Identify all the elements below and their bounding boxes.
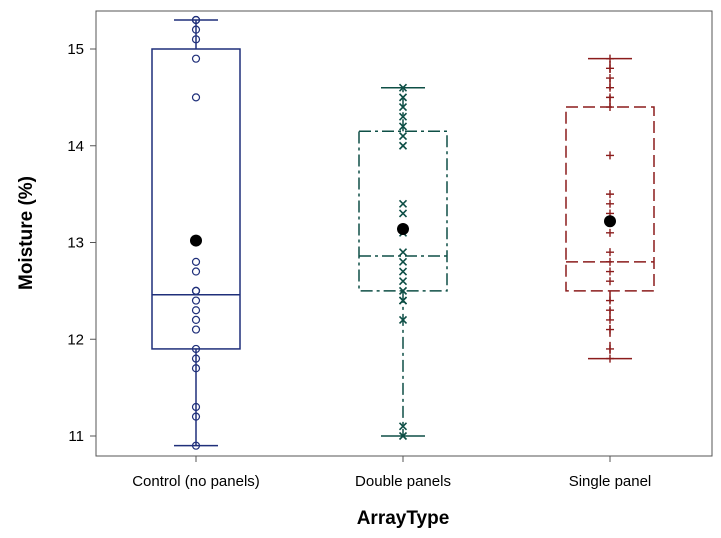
y-tick-label: 11 [68, 428, 84, 445]
data-point [191, 441, 201, 450]
y-tick-label: 14 [67, 138, 84, 155]
x-tick-label: Double panels [355, 473, 451, 490]
data-point [606, 325, 614, 334]
data-point [191, 267, 201, 276]
data-point [606, 277, 614, 286]
box-group [565, 54, 655, 363]
x-tick-label: Single panel [569, 473, 652, 490]
data-point [398, 122, 408, 131]
data-point [606, 93, 614, 102]
data-point [191, 402, 201, 412]
data-point [606, 248, 614, 257]
y-tick-label: 15 [67, 41, 84, 58]
data-point [191, 412, 201, 421]
data-point [191, 257, 201, 266]
mean-marker [604, 215, 616, 228]
data-point [606, 306, 614, 315]
data-point [398, 83, 408, 92]
x-axis: Control (no panels) Double panels Single p… [132, 456, 651, 490]
data-point [606, 151, 614, 160]
y-tick-label: 13 [67, 235, 84, 252]
data-point [191, 286, 201, 295]
data-point [606, 228, 614, 237]
data-point [606, 64, 614, 73]
data-point [606, 354, 614, 363]
data-point [606, 83, 614, 92]
data-point [191, 296, 201, 305]
data-point [606, 344, 614, 353]
mean-marker [190, 234, 202, 247]
box-groups [151, 15, 655, 450]
data-point [398, 431, 408, 441]
data-point [606, 74, 614, 83]
data-point [606, 190, 614, 199]
data-point [606, 54, 614, 63]
data-point [398, 132, 408, 141]
data-point [191, 306, 201, 315]
data-point [191, 93, 201, 102]
data-point [398, 93, 408, 102]
y-axis-label: Moisture (%) [16, 176, 37, 290]
data-point [191, 325, 201, 334]
data-point [398, 286, 408, 295]
data-point [398, 248, 408, 257]
data-point [606, 267, 614, 276]
data-point [191, 315, 201, 324]
x-axis-label: ArrayType [357, 508, 450, 529]
data-point [398, 267, 408, 276]
data-point [398, 199, 408, 208]
data-point [398, 141, 408, 150]
data-point [398, 296, 408, 305]
data-point [398, 209, 408, 218]
y-tick-label: 12 [67, 331, 84, 348]
data-point [191, 35, 201, 44]
box-group [151, 15, 241, 450]
data-point [398, 277, 408, 286]
data-point [191, 354, 201, 363]
data-point [606, 199, 614, 208]
data-point [606, 103, 614, 112]
data-point [606, 315, 614, 324]
data-point [191, 344, 201, 354]
plot-area-frame [95, 10, 713, 457]
data-point [191, 15, 201, 25]
data-point [398, 102, 408, 112]
data-point [191, 25, 201, 34]
data-point [398, 257, 408, 266]
x-tick-label: Control (no panels) [132, 473, 260, 490]
box-iqr [358, 130, 448, 292]
mean-marker [397, 222, 409, 235]
box-group [358, 83, 448, 441]
data-point [398, 315, 408, 324]
y-axis: 11 12 13 14 15 [67, 41, 96, 445]
data-point [606, 296, 614, 305]
data-point [398, 422, 408, 431]
data-point [398, 112, 408, 121]
data-point [191, 364, 201, 373]
data-point [191, 54, 201, 63]
data-point [606, 257, 614, 266]
